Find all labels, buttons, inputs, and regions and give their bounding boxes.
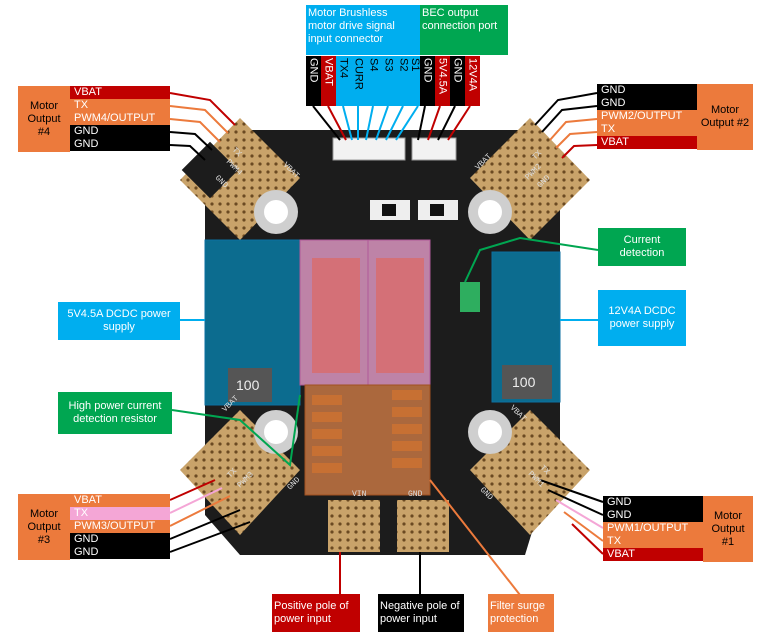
- motor4-pins: VBAT TX PWM4/OUTPUT GND GND: [70, 86, 170, 151]
- arm-top-right: [470, 118, 590, 240]
- motor1-title: Motor Output #1: [703, 496, 753, 562]
- motor2-row: GND: [597, 84, 697, 97]
- motor3-row: GND: [70, 533, 170, 546]
- motor2-row: PWM2/OUTPUT: [597, 110, 697, 123]
- motor1-row: VBAT: [603, 548, 703, 561]
- mounting-hole-tr: [468, 190, 512, 234]
- motor1-row: GND: [603, 509, 703, 522]
- pin-label: GND: [450, 56, 465, 106]
- filter-surge-callout: Filter surge protection: [488, 594, 554, 632]
- mounting-hole-bl: [254, 410, 298, 454]
- motor2-row: VBAT: [597, 136, 697, 149]
- negative-pole-callout: Negative pole of power input: [378, 594, 464, 632]
- pin-label: GND: [306, 56, 321, 106]
- motor3-title: Motor Output #3: [18, 494, 70, 560]
- high-power-resistor-callout: High power current detection resistor: [58, 392, 172, 434]
- motor3-row: VBAT: [70, 494, 170, 507]
- pin-label: VBAT: [321, 56, 336, 106]
- pin-label: TX4: [336, 56, 351, 106]
- motor3-pins: VBAT TX PWM3/OUTPUT GND GND: [70, 494, 170, 559]
- motor4-row: VBAT: [70, 86, 170, 99]
- motor2-title: Motor Output #2: [697, 84, 753, 150]
- inductor-left-label: 100: [236, 377, 260, 393]
- motor4-row: TX: [70, 99, 170, 112]
- motor2-row: TX: [597, 123, 697, 136]
- current-detection-chip: [460, 282, 480, 312]
- pin-label: 12V4A: [465, 56, 480, 106]
- motor4-title: Motor Output #4: [18, 86, 70, 152]
- power-pad-positive: [328, 500, 380, 552]
- dcdc-5v-callout: 5V4.5A DCDC power supply: [58, 302, 180, 340]
- motor4-row: GND: [70, 138, 170, 151]
- motor1-row: GND: [603, 496, 703, 509]
- current-detection-callout: Current detection: [598, 228, 686, 266]
- inductor-right-label: 100: [512, 374, 536, 390]
- dcdc-12v-callout: 12V4A DCDC power supply: [598, 290, 686, 346]
- bec-connector: [411, 137, 457, 161]
- motor3-row: GND: [70, 546, 170, 559]
- motor2-pins: GND GND PWM2/OUTPUT TX VBAT: [597, 84, 697, 149]
- motor2-row: GND: [597, 97, 697, 110]
- power-pad-negative: [397, 500, 449, 552]
- motor4-row: PWM4/OUTPUT: [70, 112, 170, 125]
- mounting-hole-br: [468, 410, 512, 454]
- motor1-pins: GND GND PWM1/OUTPUT TX VBAT: [603, 496, 703, 561]
- mounting-hole-tl: [254, 190, 298, 234]
- motor3-row: PWM3/OUTPUT: [70, 520, 170, 533]
- pin-label: S1: [409, 56, 421, 106]
- motor3-row: TX: [70, 507, 170, 520]
- pin-label: S3: [381, 56, 396, 106]
- positive-pole-callout: Positive pole of power input: [272, 594, 360, 632]
- pin-label: CURR: [351, 56, 366, 106]
- silk-gnd-bottom: GND: [408, 490, 423, 499]
- arm-top-left-dark: [181, 141, 239, 199]
- pin-label: S4: [366, 56, 381, 106]
- motor1-row: TX: [603, 535, 703, 548]
- bec-port-label: BEC output connection port: [420, 5, 508, 55]
- pin-label: 5V4.5A: [435, 56, 450, 106]
- brushless-connector-label: Motor Brushless motor drive signal input…: [306, 5, 420, 55]
- motor1-row: PWM1/OUTPUT: [603, 522, 703, 535]
- silk-vin: VIN: [352, 490, 367, 499]
- pin-label: GND: [420, 56, 435, 106]
- pin-label: S2: [396, 56, 411, 106]
- motor4-row: GND: [70, 125, 170, 138]
- arm-top-left: [180, 118, 300, 240]
- signal-connector: [332, 137, 406, 161]
